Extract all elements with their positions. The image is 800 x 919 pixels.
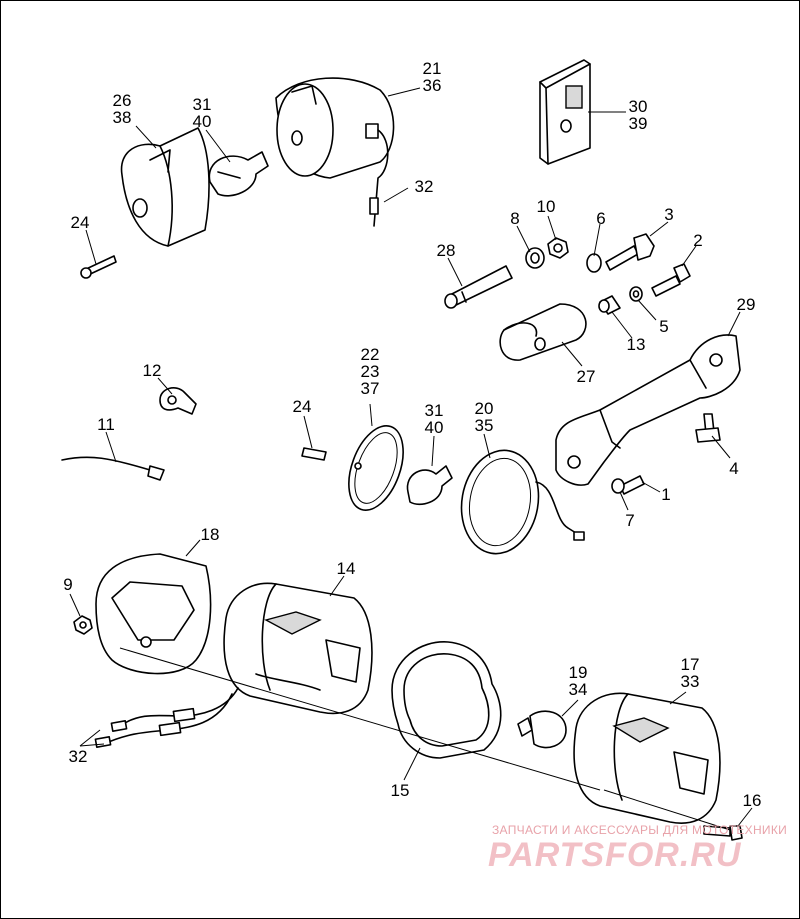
callout-24-mid: 24	[292, 397, 312, 416]
assembly-line-screw	[603, 789, 731, 831]
callout-6: 6	[596, 209, 606, 228]
callout-24-top: 24	[70, 213, 90, 232]
callout-5: 5	[659, 317, 669, 336]
bulb-19-34	[517, 710, 567, 749]
lens-housing-20-35	[460, 449, 585, 555]
callout-17-33: 17 33	[680, 655, 700, 691]
callout-19-34: 19 34	[568, 663, 588, 699]
callout-26-38: 26 38	[112, 91, 132, 127]
lockwasher-6	[586, 253, 602, 273]
callout-2: 2	[693, 231, 703, 250]
lens-14	[223, 582, 373, 715]
leader-lines	[69, 87, 753, 827]
screw-24-top	[80, 255, 117, 279]
bolt-3	[605, 233, 655, 271]
callout-30-39: 30 39	[628, 97, 648, 133]
wire-11	[61, 456, 165, 481]
mount-arm-29	[555, 334, 741, 486]
spacer-13	[598, 295, 621, 315]
nut-10	[547, 237, 569, 259]
callout-27: 27	[576, 367, 596, 386]
clip-12	[159, 387, 197, 415]
bulb-31-40-mid	[406, 465, 453, 506]
gasket-15	[391, 641, 502, 759]
callout-12: 12	[142, 361, 162, 380]
callout-32-bottom: 32	[68, 747, 88, 766]
nut-9	[73, 615, 93, 635]
washer-5	[629, 286, 643, 302]
bracket-27	[499, 303, 587, 361]
callout-20-35: 20 35	[474, 399, 494, 435]
callout-22-23-37: 22 23 37	[360, 345, 380, 398]
callout-31-40-top: 31 40	[192, 95, 212, 131]
callout-1: 1	[661, 485, 671, 504]
washer-8	[525, 247, 545, 269]
callout-14: 14	[336, 559, 356, 578]
lens-17-33	[573, 692, 721, 824]
callout-11: 11	[97, 415, 115, 434]
lens-cap-26-38	[120, 127, 210, 247]
wiring-harness-32	[94, 687, 239, 748]
callout-21-36: 21 36	[422, 59, 442, 95]
callout-8: 8	[510, 209, 520, 228]
callout-3: 3	[664, 205, 674, 224]
gasket-18	[95, 553, 212, 675]
callout-13: 13	[626, 335, 646, 354]
watermark-logo: PARTSFOR.RU	[488, 836, 742, 874]
bolt-4	[695, 413, 721, 443]
screw-2	[651, 263, 691, 297]
callout-31-40-mid: 31 40	[424, 401, 444, 437]
callout-18: 18	[200, 525, 220, 544]
callout-29: 29	[736, 295, 756, 314]
stud-28	[444, 265, 513, 309]
housing-21-36	[275, 77, 395, 227]
callout-16: 16	[742, 791, 762, 810]
trim-ring-22-23-37	[348, 425, 404, 511]
callout-10: 10	[536, 197, 556, 216]
callout-7: 7	[625, 511, 635, 530]
watermark-caption: ЗАПЧАСТИ И АКСЕССУАРЫ ДЛЯ МОТОТЕХНИКИ	[492, 823, 788, 837]
bulb-31-40-top	[208, 151, 269, 197]
washer-7	[611, 478, 625, 494]
callout-15: 15	[390, 781, 410, 800]
screw-24-mid	[301, 447, 327, 461]
callout-4: 4	[729, 459, 739, 478]
assembly-line-taillight	[119, 647, 601, 791]
callout-32-top: 32	[414, 177, 434, 196]
callout-28: 28	[436, 241, 456, 260]
module-30-39	[539, 59, 591, 165]
callout-9: 9	[63, 575, 73, 594]
